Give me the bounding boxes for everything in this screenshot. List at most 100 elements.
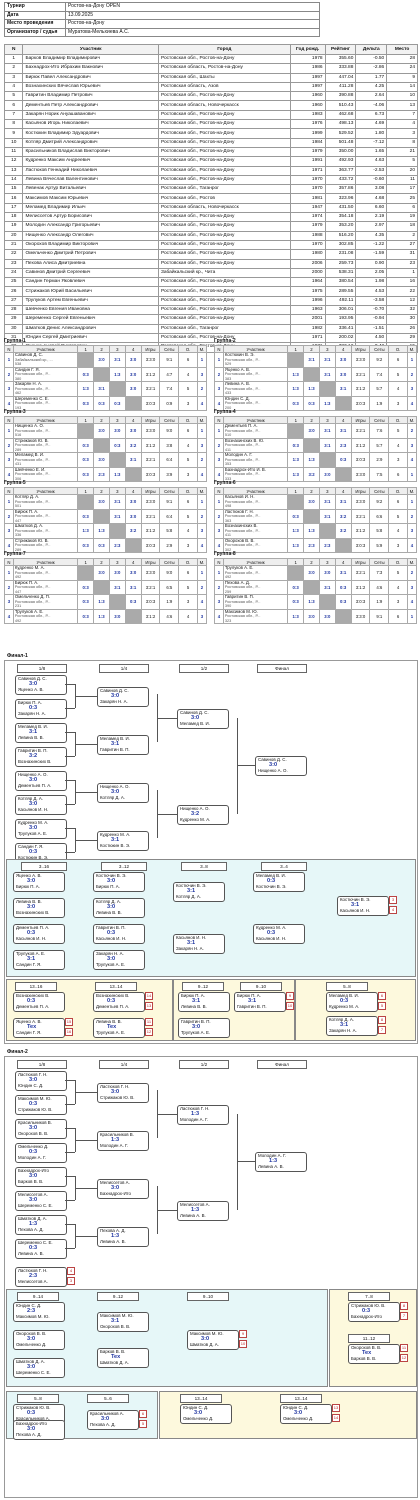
group-score: 3:1 [108, 579, 126, 595]
player-cell: 17 [3, 202, 24, 214]
place-badge: 15 [65, 1018, 73, 1026]
player-cell: 23 [3, 258, 24, 269]
round-header: 9..12 [182, 982, 224, 991]
group-score: 0:3 [108, 437, 126, 453]
player-cell: 2.64 [355, 91, 388, 102]
match-player-a: Костючин В. Э. [176, 883, 207, 888]
group-g: 3:0:3 [350, 537, 371, 553]
group-column-header: Игры [140, 416, 161, 424]
round-header: 3..4 [261, 862, 307, 871]
player-cell: Дементьев Петр Александрович [22, 100, 159, 111]
group-player: Левина А. В.Ростовская обл., Р...433 [222, 381, 289, 397]
place-badge: 13 [332, 1404, 340, 1412]
match-player-b: Дементьев П. А. [16, 1004, 50, 1009]
player-cell: 27 [3, 295, 24, 307]
round-header: 1/8 [17, 664, 67, 673]
player-cell: Нищенко Александр Олегович [22, 230, 159, 241]
group-player-city: Ростовская обл., Р... [224, 401, 261, 405]
match-score: 3:0 [27, 1364, 36, 1370]
group-player-name: Гавритин В. П. [224, 594, 254, 599]
group-sets: 5:9 [369, 537, 390, 553]
player-cell: Пехова Алиса Дмитриевна [22, 258, 159, 269]
player-cell: 323.96 [324, 193, 357, 204]
player-cell: Ростовская обл., Ростов-на-Дону [157, 277, 291, 288]
player-cell: Ростовская обл., Ростов-на-Дону [157, 128, 291, 139]
group-column-header: О. [178, 416, 198, 424]
place-badge: 5 [378, 1002, 386, 1010]
player-cell: 1991 [289, 156, 326, 167]
group-sets: 4:7 [159, 366, 180, 382]
group-player-city: Ростовская обл., Р... [14, 614, 51, 618]
bracket-line [75, 1236, 97, 1237]
group-score [77, 494, 95, 510]
